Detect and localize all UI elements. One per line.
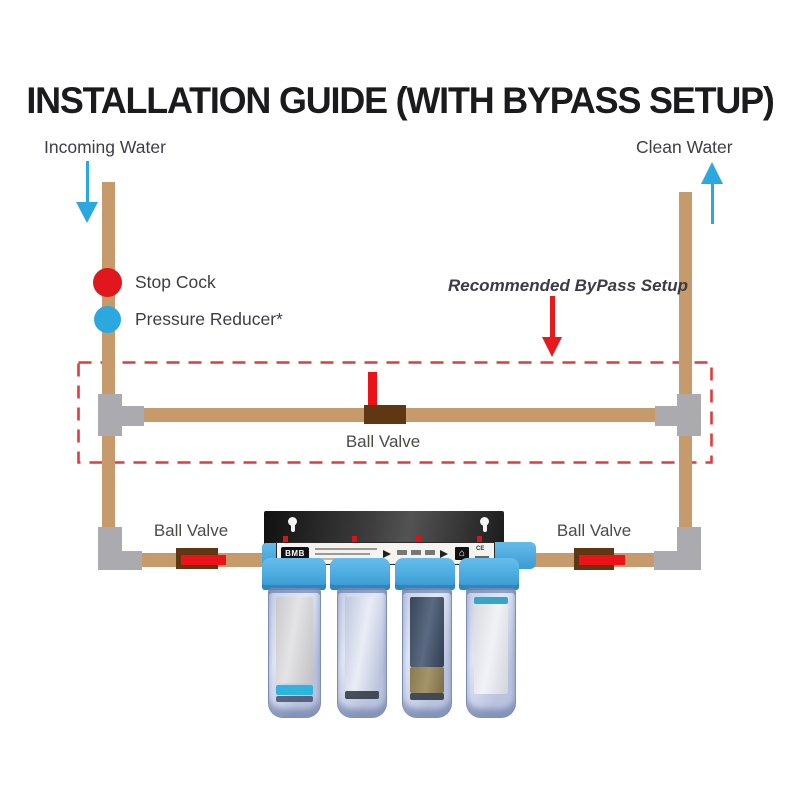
page-title: INSTALLATION GUIDE (WITH BYPASS SETUP): [26, 80, 775, 121]
filter-housing-4: [466, 588, 516, 718]
filter-cap-3: [395, 558, 455, 590]
filter-unit: BMB ⌂ CE: [260, 508, 540, 720]
pressure-reducer-icon: [94, 306, 121, 333]
incoming-water-arrow-icon: [76, 161, 98, 223]
clean-water-label: Clean Water: [636, 137, 733, 157]
bypass-note-label: Recommended ByPass Setup: [448, 276, 688, 295]
house-icon: ⌂: [455, 547, 469, 560]
stop-cock-label: Stop Cock: [135, 272, 216, 292]
keyhole-icon: [480, 517, 489, 526]
keyhole-icon: [288, 517, 297, 526]
elbow-fitting-right-arm: [654, 551, 698, 570]
bypass-pointer-arrow-icon: [542, 296, 562, 358]
pressure-reducer-label: Pressure Reducer*: [135, 309, 283, 329]
flow-direction-arrow-icon: [383, 550, 391, 558]
bypass-valve-label: Ball Valve: [345, 432, 421, 451]
head-port-indicator: [283, 536, 288, 544]
head-port-indicator: [416, 536, 421, 544]
filter-cap-1: [262, 558, 326, 590]
clean-water-arrow-icon: [701, 162, 723, 224]
head-port-indicator: [477, 536, 482, 544]
tee-fitting-right: [677, 394, 701, 436]
inlet-valve-label: Ball Valve: [153, 521, 229, 540]
bypass-dashed-outline: [77, 361, 713, 464]
filter-housing-2: [337, 588, 387, 718]
filter-housing-3: [402, 588, 452, 718]
pipe-clean-vertical: [679, 192, 692, 568]
brand-logo: BMB: [281, 547, 309, 560]
filter-housing-1: [268, 588, 321, 718]
ce-mark: CE: [476, 546, 485, 552]
outlet-valve-label: Ball Valve: [556, 521, 632, 540]
head-port-indicator: [352, 536, 357, 544]
bypass-valve-handle: [368, 372, 377, 422]
tee-fitting-left: [98, 394, 122, 436]
tee-fitting-right-arm: [655, 406, 679, 426]
bypass-ball-valve: [364, 405, 406, 424]
incoming-water-label: Incoming Water: [44, 137, 166, 157]
outlet-valve-handle: [579, 555, 625, 565]
tee-fitting-left-arm: [120, 406, 144, 426]
elbow-fitting-left-arm: [98, 551, 142, 570]
filter-cap-4: [459, 558, 519, 590]
pipe-incoming-vertical: [102, 182, 115, 568]
stop-cock-icon: [93, 268, 122, 297]
flow-direction-arrow-icon: [440, 550, 448, 558]
inlet-valve-handle: [181, 555, 226, 565]
mounting-bracket: [264, 511, 504, 546]
filter-cap-2: [330, 558, 390, 590]
